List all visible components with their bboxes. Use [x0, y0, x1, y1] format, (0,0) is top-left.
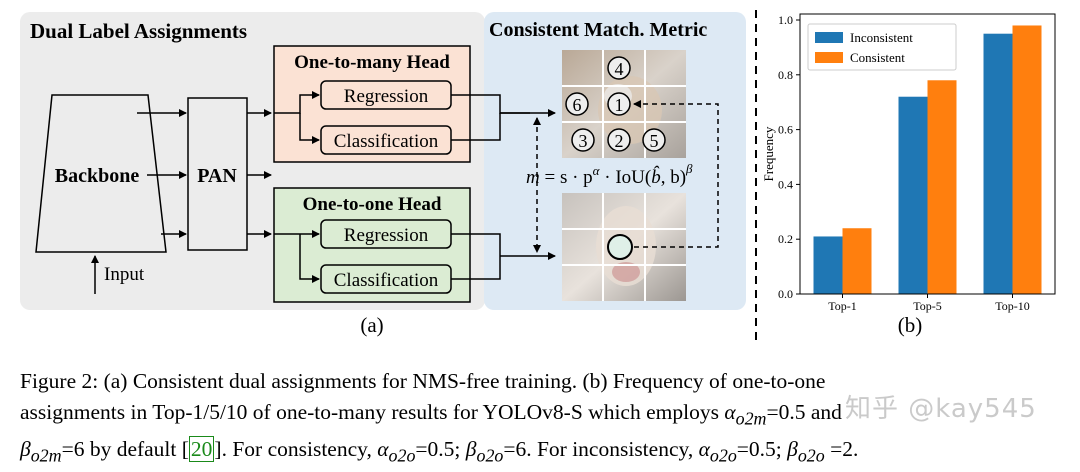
o2o-classification-label: Classification [334, 270, 439, 291]
metric-title: Consistent Match. Metric [489, 19, 707, 41]
legend-swatch-consistent [815, 52, 843, 63]
grid-label-2: 2 [607, 128, 631, 152]
panel-b-label: (b) [898, 313, 923, 337]
grid-label-4: 4 [607, 56, 631, 80]
panel-a-label: (a) [360, 313, 383, 337]
legend-label-consistent: Consistent [850, 50, 905, 65]
one-to-many-title: One-to-many Head [294, 52, 450, 73]
bar-inconsistent-top-10 [983, 33, 1013, 294]
o2m-classification-label: Classification [334, 131, 439, 152]
o2m-regression-label: Regression [344, 86, 429, 107]
figure-2: Dual Label Assignments Consistent Match.… [20, 10, 1056, 340]
y-axis-label: Frequency [761, 126, 776, 181]
caption-line-3: βo2m=6 by default [20]. For consistency,… [20, 436, 859, 466]
plot-frame [799, 13, 1056, 295]
y-tick-label: 0.0 [778, 287, 793, 301]
o2o-regression-label: Regression [344, 225, 429, 246]
one-to-one-title: One-to-one Head [303, 194, 442, 215]
svg-text:2: 2 [615, 131, 624, 151]
bar-inconsistent-top-5 [898, 96, 928, 294]
legend-label-inconsistent: Inconsistent [850, 30, 913, 45]
input-label: Input [104, 264, 145, 285]
grid-label-6: 6 [565, 92, 589, 116]
y-tick-label: 1.0 [778, 13, 793, 27]
backbone-block [35, 94, 167, 253]
bar-consistent-top-5 [927, 80, 957, 294]
y-tick-label: 0.8 [778, 68, 793, 82]
citation-link[interactable]: 20 [188, 436, 215, 463]
grid-label-1: 1 [607, 92, 631, 116]
pan-block [187, 97, 248, 251]
svg-text:6: 6 [573, 95, 582, 115]
svg-text:1: 1 [615, 95, 624, 115]
pan-label: PAN [197, 165, 237, 187]
bar-consistent-top-1 [842, 228, 872, 294]
x-tick-label: Top-1 [828, 299, 857, 313]
match-formula: m = s · pα · IoU(b̂, b)β [526, 161, 693, 188]
legend-box [807, 23, 957, 71]
backbone-label: Backbone [55, 165, 140, 187]
legend-swatch-inconsistent [815, 32, 843, 43]
consistency-dashed-loop [633, 100, 719, 248]
bar-inconsistent-top-1 [813, 236, 843, 294]
y-tick-label: 0.2 [778, 232, 793, 246]
watermark: 知乎 @kay545 [845, 394, 1037, 424]
x-tick-label: Top-5 [913, 299, 942, 313]
o2o-image-grid [562, 193, 686, 301]
svg-text:4: 4 [615, 59, 624, 79]
x-tick-label: Top-10 [995, 299, 1030, 313]
y-tick-label: 0.4 [778, 177, 793, 191]
caption-line-1: Figure 2: (a) Consistent dual assignment… [20, 369, 826, 393]
caption-line-2: assignments in Top-1/5/10 of one-to-many… [20, 400, 842, 429]
y-tick-label: 0.6 [778, 123, 793, 137]
svg-text:3: 3 [579, 131, 588, 151]
grid-label-5: 5 [642, 128, 666, 152]
grid-label-3: 3 [571, 128, 595, 152]
dual-title: Dual Label Assignments [30, 19, 247, 43]
bar-consistent-top-10 [1012, 25, 1042, 294]
svg-text:5: 5 [650, 131, 659, 151]
